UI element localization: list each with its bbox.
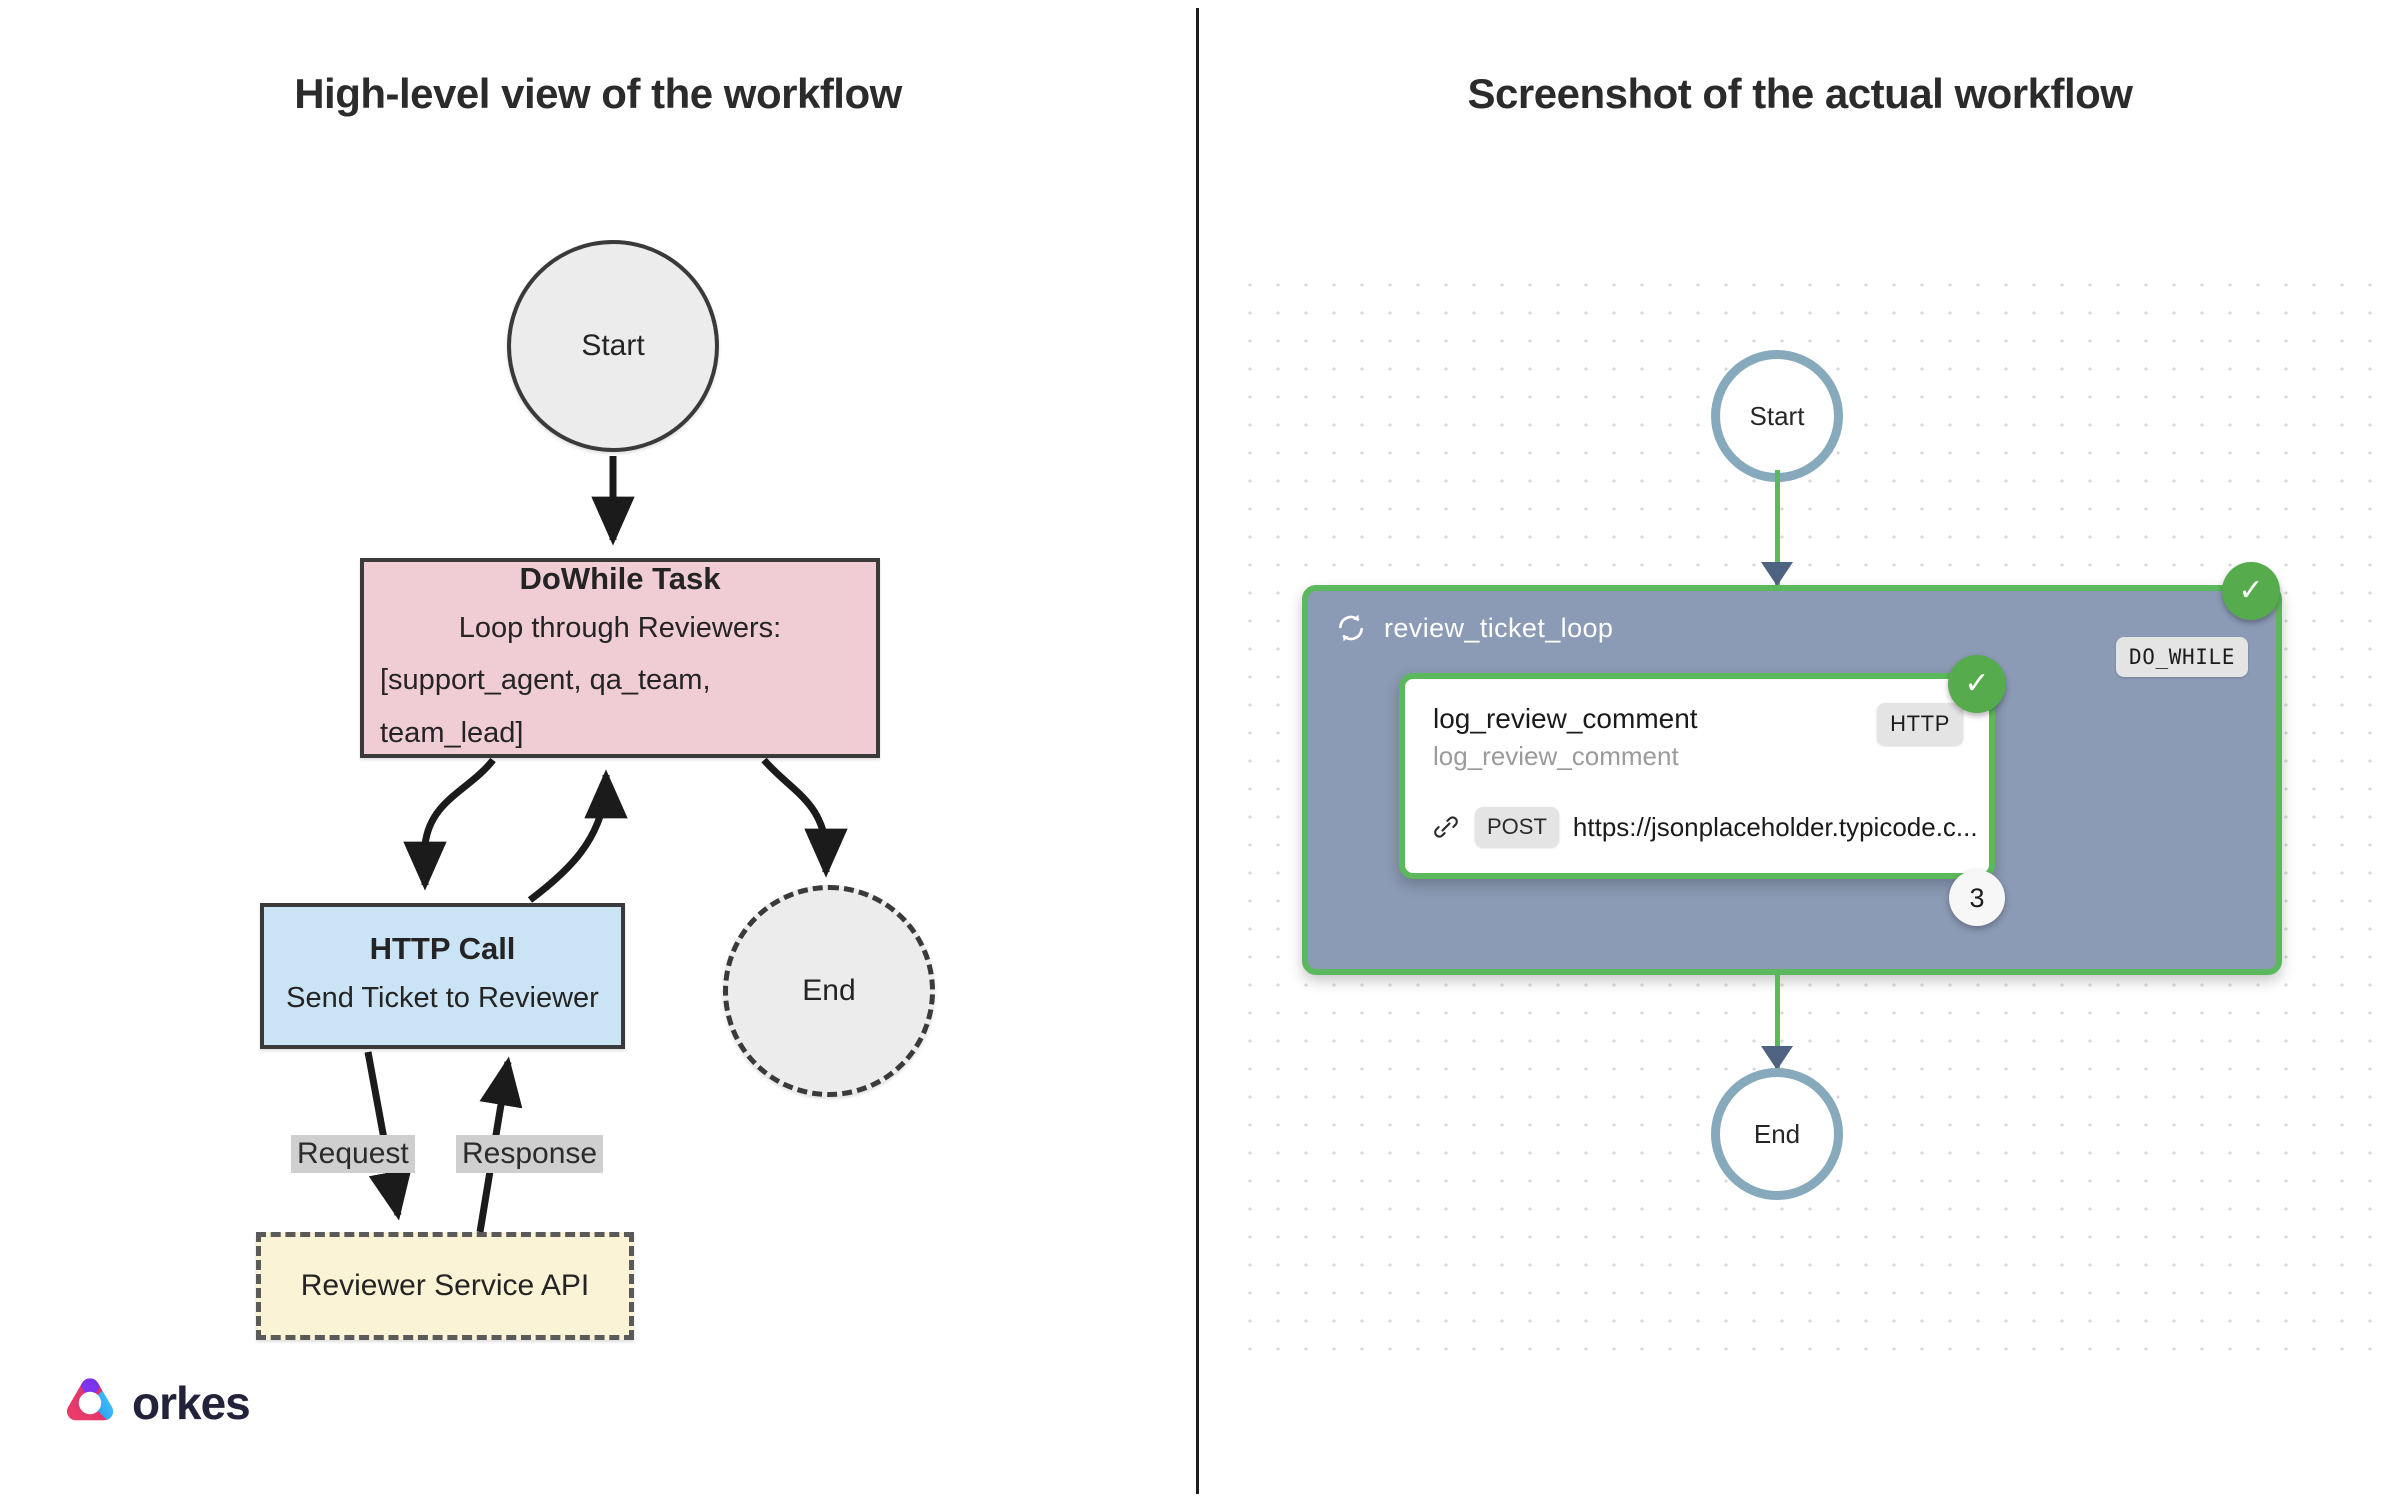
workflow-end-node[interactable]: End [1711, 1068, 1843, 1200]
task-status-check-icon: ✓ [1948, 655, 2006, 713]
node-http-call: HTTP Call Send Ticket to Reviewer [260, 903, 625, 1049]
loop-iteration-count-badge: 3 [1949, 870, 2005, 926]
node-dowhile-line2: [support_agent, qa_team, team_lead] [380, 664, 711, 749]
refresh-loop-icon [1339, 614, 1363, 642]
workflow-arrow-into-loop-icon [1761, 562, 1793, 586]
node-http-title: HTTP Call [369, 931, 516, 967]
node-dowhile-task: DoWhile Task Loop through Reviewers: [su… [360, 558, 880, 758]
node-api-label: Reviewer Service API [300, 1269, 590, 1302]
workflow-start-node[interactable]: Start [1711, 350, 1843, 482]
workflow-edge-start-to-loop [1775, 470, 1780, 585]
loop-type-tag: DO_WHILE [2116, 637, 2248, 677]
right-panel-title: Screenshot of the actual workflow [1467, 70, 2133, 117]
high-level-flowchart: Start DoWhile Task Loop through Reviewer… [0, 0, 1196, 1502]
edge-label-request: Request [291, 1135, 415, 1173]
task-http-method-tag: POST [1475, 807, 1559, 847]
node-start-label: Start [581, 329, 645, 362]
task-reference-label: log_review_comment [1433, 741, 1679, 771]
loop-name-label: review_ticket_loop [1384, 612, 1614, 643]
task-url-row: POST https://jsonplaceholder.typicode.c.… [1431, 807, 1978, 847]
node-http-line1: Send Ticket to Reviewer [286, 982, 599, 1015]
task-name-label: log_review_comment [1433, 703, 1698, 734]
loop-status-check-icon: ✓ [2222, 562, 2280, 620]
workflow-end-label: End [1753, 1118, 1801, 1149]
left-panel-title: High-level view of the workflow [294, 70, 902, 117]
node-end: End [723, 885, 935, 1097]
workflow-task-card-log-review-comment[interactable]: log_review_comment log_review_comment HT… [1399, 673, 1995, 879]
loop-header: review_ticket_loop [1334, 611, 1613, 645]
node-reviewer-service-api: Reviewer Service API [256, 1232, 634, 1340]
node-start: Start [507, 240, 719, 452]
edge-label-response: Response [456, 1135, 604, 1173]
task-type-tag: HTTP [1877, 703, 1963, 745]
orkes-mark-icon [66, 1378, 114, 1421]
link-icon [1434, 816, 1458, 838]
orkes-logo: orkes [62, 1375, 251, 1431]
node-dowhile-title: DoWhile Task [519, 561, 721, 597]
task-url-label: https://jsonplaceholder.typicode.c... [1572, 811, 1978, 842]
workflow-start-label: Start [1749, 400, 1805, 431]
orkes-wordmark: orkes [132, 1377, 251, 1429]
workflow-edge-loop-to-end [1775, 970, 1780, 1070]
panel-divider [1196, 8, 1199, 1494]
node-dowhile-line1: Loop through Reviewers: [458, 612, 782, 645]
node-end-label: End [802, 974, 856, 1007]
workflow-arrow-into-end-icon [1761, 1046, 1793, 1070]
